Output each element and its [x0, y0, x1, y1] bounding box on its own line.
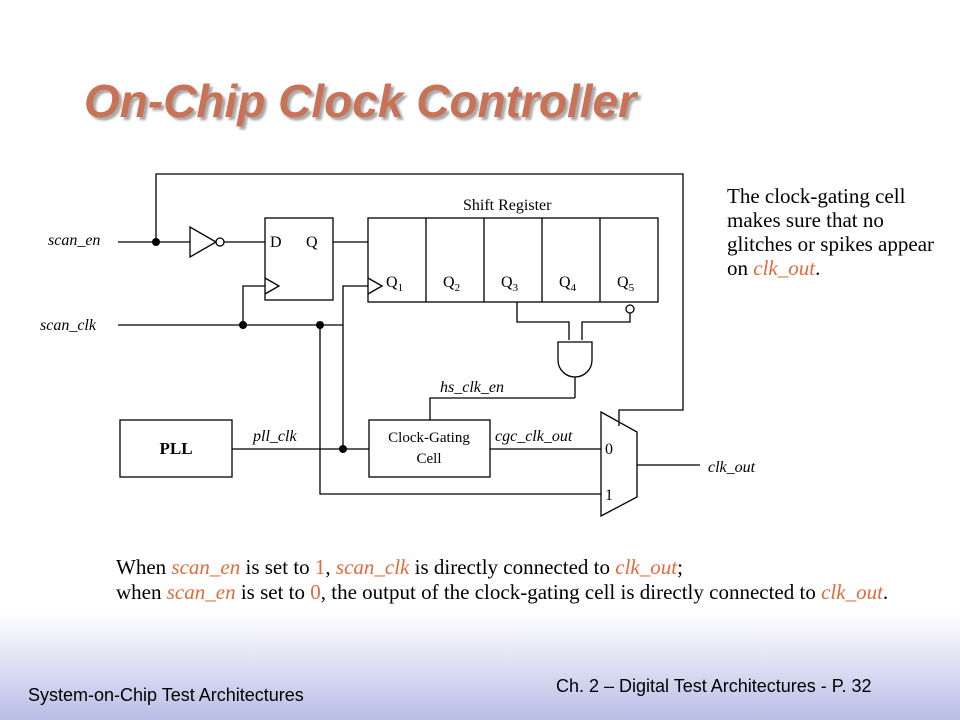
inverter-gate [189, 225, 218, 259]
clk-out-label: clk_out [708, 459, 756, 476]
side-note-signal: clk_out [753, 256, 816, 280]
cgc-label-line1: Clock-Gating [388, 430, 470, 446]
description-paragraph: When scan_en is set to 1, scan_clk is di… [116, 555, 889, 604]
page-number: 32 [851, 676, 872, 696]
sr-q4-label: Q4 [559, 274, 577, 294]
sr-clock-triangle [367, 277, 384, 295]
shift-register-label: Shift Register [463, 197, 552, 214]
cgc-clk-out-label: cgc_clk_out [495, 428, 573, 445]
hs-clk-en-label: hs_clk_en [440, 379, 504, 396]
pll-label: PLL [159, 439, 192, 458]
footer-band [0, 612, 960, 720]
sr-q3-label: Q3 [501, 274, 519, 294]
pll-clk-label: pll_clk [252, 428, 297, 445]
clock-gating-cell [368, 419, 491, 478]
slide-title: On-Chip Clock Controller [84, 75, 636, 127]
sr-q2-label: Q2 [443, 274, 460, 294]
scan-clk-label: scan_clk [40, 317, 97, 334]
scan-en-feedback-wire [155, 173, 684, 426]
hs-clk-en-wire [429, 397, 575, 420]
side-note: The clock-gating cell makes sure that no… [727, 184, 935, 280]
footer-book-title: System-on-Chip Test Architectures [28, 685, 304, 705]
sr-q5-label: Q5 [617, 274, 635, 294]
cgc-label-line2: Cell [417, 451, 442, 467]
scan-clk-bypass-wire [319, 325, 601, 495]
shift-register [367, 217, 659, 303]
mux-in0-label: 0 [605, 441, 613, 458]
dff-d-label: D [270, 234, 282, 251]
footer-chapter-page: Ch. 2 – Digital Test Architectures - P. … [556, 676, 872, 696]
dff-clock-triangle [264, 277, 281, 295]
scan-en-label: scan_en [48, 232, 100, 249]
mux-block [600, 410, 638, 518]
sr-q1-label: Q1 [386, 274, 403, 294]
d-flip-flop [264, 217, 334, 301]
mux-in1-label: 1 [605, 487, 613, 504]
dff-q-label: Q [306, 234, 318, 251]
and-gate [557, 341, 593, 378]
